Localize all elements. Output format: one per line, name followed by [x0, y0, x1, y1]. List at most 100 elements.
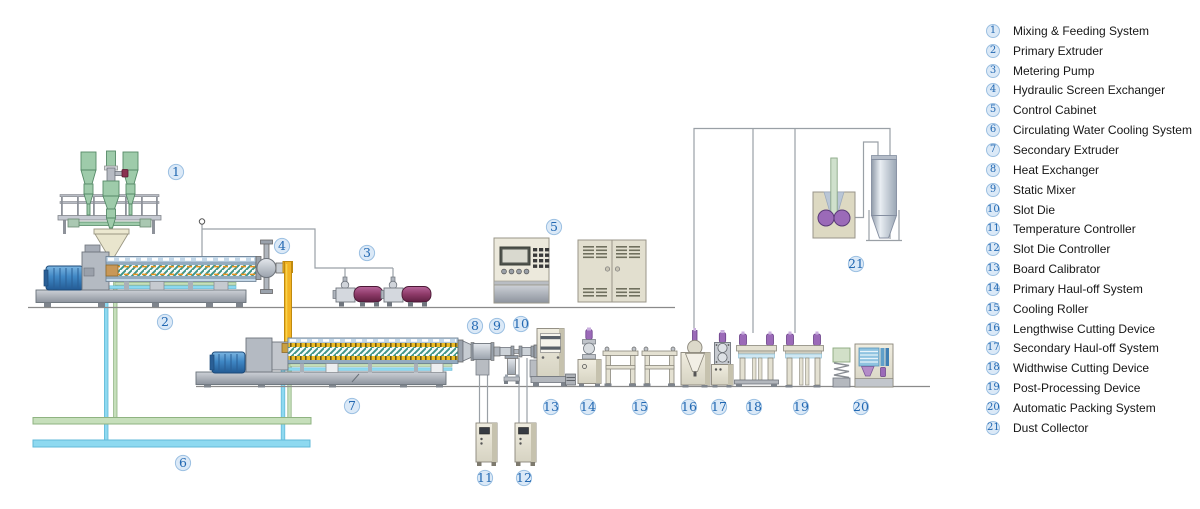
secondary-gearbox: [245, 337, 289, 373]
control-buttons: [501, 268, 530, 275]
legend-label: Primary Haul-off System: [1013, 281, 1143, 296]
legend-item-1: 1 Mixing & Feeding System: [986, 21, 1196, 41]
slot-die-controller: [514, 422, 537, 466]
legend-label: Circulating Water Cooling System: [1013, 123, 1192, 138]
primary-barrel: [105, 256, 257, 291]
legend-label: Cooling Roller: [1013, 301, 1089, 316]
secondary-motor: [209, 351, 246, 374]
legend-badge: 9: [986, 182, 1000, 197]
legend-badge: 13: [986, 262, 1000, 277]
diagram-badge-4: 4: [273, 237, 291, 255]
legend-badge: 10: [986, 202, 1000, 217]
hopper-left: [80, 151, 97, 216]
svg-text:15: 15: [632, 399, 648, 414]
secondary-haul-off: [711, 330, 734, 388]
legend-label: Lengthwise Cutting Device: [1013, 321, 1156, 336]
diagram-badge-18: 18: [745, 398, 763, 416]
svg-text:17: 17: [711, 399, 727, 414]
legend-item-13: 13 Board Calibrator: [986, 259, 1196, 279]
secondary-barrel: [287, 337, 459, 373]
metering-pumps: [332, 276, 432, 307]
legend-label: Slot Die: [1013, 202, 1056, 217]
die-assembly: [470, 342, 540, 423]
metering-pump-2: [380, 276, 432, 307]
legend-label: Hydraulic Screen Exchanger: [1013, 83, 1166, 98]
svg-text:13: 13: [543, 399, 559, 414]
diagram-badge-14: 14: [579, 398, 597, 416]
control-keypad: [533, 248, 550, 268]
post-processing-device: [783, 331, 824, 388]
svg-text:9: 9: [493, 318, 501, 333]
svg-text:19: 19: [793, 399, 809, 414]
diagram-badge-12: 12: [515, 469, 533, 487]
metering-pump-1: [332, 276, 384, 307]
svg-text:20: 20: [853, 399, 869, 414]
diagram-badge-3: 3: [358, 244, 376, 262]
svg-text:18: 18: [746, 399, 762, 414]
legend-badge: 15: [986, 301, 1000, 316]
legend-badge: 12: [986, 242, 1000, 257]
diagram-badge-17: 17: [710, 398, 728, 416]
svg-text:11: 11: [477, 470, 493, 485]
legend-badge: 6: [986, 123, 1000, 138]
svg-text:6: 6: [179, 455, 187, 470]
valve-handle: [121, 169, 129, 178]
suction-lines: [693, 127, 902, 333]
legend-item-15: 15 Cooling Roller: [986, 299, 1196, 319]
secondary-extruder: [195, 337, 473, 388]
hopper-middle: [102, 150, 129, 229]
legend-badge: 16: [986, 321, 1000, 336]
legend-label: Board Calibrator: [1013, 262, 1101, 277]
legend-badge: 17: [986, 341, 1000, 356]
legend-label: Primary Extruder: [1013, 43, 1104, 58]
board-calibrator: [529, 328, 576, 387]
legend-item-4: 4 Hydraulic Screen Exchanger: [986, 81, 1196, 101]
svg-text:3: 3: [363, 245, 371, 260]
svg-text:8: 8: [471, 318, 479, 333]
legend-label: Secondary Extruder: [1013, 142, 1120, 157]
legend-label: Temperature Controller: [1013, 222, 1136, 237]
svg-text:7: 7: [348, 398, 356, 413]
hydraulic-screen-exchanger: [255, 239, 285, 294]
svg-text:21: 21: [848, 256, 864, 271]
control-wiring: [198, 218, 394, 281]
diagram-badge-20: 20: [852, 398, 870, 416]
legend-badge: 1: [986, 23, 1000, 38]
legend-badge: 18: [986, 361, 1000, 376]
svg-text:10: 10: [513, 316, 529, 331]
spring-stack: [833, 362, 850, 379]
legend-label: Dust Collector: [1013, 420, 1089, 435]
primary-motor: [43, 265, 84, 291]
widthwise-cutter: [734, 331, 779, 387]
packing-system: [832, 343, 894, 388]
svg-text:4: 4: [278, 238, 286, 253]
diagram-badge-8: 8: [466, 317, 484, 335]
diagram-badge-10: 10: [512, 315, 530, 333]
svg-text:16: 16: [681, 399, 697, 414]
svg-text:2: 2: [161, 314, 169, 329]
diagram-badge-21: 21: [847, 255, 865, 273]
legend-item-16: 16 Lengthwise Cutting Device: [986, 319, 1196, 339]
diagram-badge-6: 6: [174, 454, 192, 472]
electrical-cabinet: [577, 239, 647, 303]
diagram-badge-2: 2: [156, 313, 174, 331]
legend-label: Metering Pump: [1013, 63, 1095, 78]
legend-label: Mixing & Feeding System: [1013, 23, 1150, 38]
cooling-rollers: [602, 346, 678, 387]
cooling-roller-table-1: [602, 346, 639, 387]
diagram-badge-7: 7: [343, 397, 361, 415]
legend-item-10: 10 Slot Die: [986, 200, 1196, 220]
legend-badge: 4: [986, 83, 1000, 98]
legend-label: Automatic Packing System: [1013, 400, 1156, 415]
